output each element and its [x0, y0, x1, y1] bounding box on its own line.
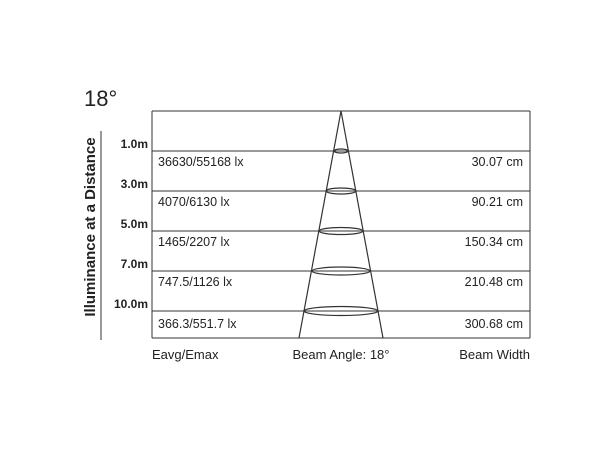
distance-label: 1.0m	[121, 137, 148, 151]
beam-edge-left	[298, 110, 342, 339]
footer-label-eavg-emax: Eavg/Emax	[152, 347, 219, 362]
illuminance-value: 4070/6130 lx	[158, 195, 230, 209]
beam-ellipse	[311, 266, 371, 276]
illuminance-value: 747.5/1126 lx	[158, 275, 233, 289]
beam-ellipse	[333, 148, 349, 154]
distance-label: 3.0m	[121, 177, 148, 191]
distance-label: 5.0m	[121, 217, 148, 231]
beam-angle-title: 18°	[84, 86, 117, 111]
illuminance-value: 36630/55168 lx	[158, 155, 244, 169]
beam-width-value: 300.68 cm	[465, 317, 523, 331]
beam-width-value: 30.07 cm	[472, 155, 523, 169]
vertical-axis-label: Illuminance at a Distance	[82, 137, 99, 316]
beam-ellipse	[325, 187, 357, 195]
beam-width-value: 90.21 cm	[472, 195, 523, 209]
beam-edge-right	[340, 110, 384, 339]
footer-label-beam-width: Beam Width	[459, 347, 530, 362]
beam-ellipse	[303, 305, 379, 317]
beam-cone	[298, 110, 384, 339]
beam-width-value: 150.34 cm	[465, 235, 523, 249]
footer-label-beam-angle: Beam Angle: 18°	[293, 347, 390, 362]
beam-ellipse	[318, 226, 364, 236]
distance-label: 7.0m	[121, 257, 148, 271]
illuminance-value: 1465/2207 lx	[158, 235, 230, 249]
illuminance-value: 366.3/551.7 lx	[158, 317, 237, 331]
beam-width-value: 210.48 cm	[465, 275, 523, 289]
table-rules	[151, 110, 531, 339]
distance-label: 10.0m	[114, 297, 148, 311]
